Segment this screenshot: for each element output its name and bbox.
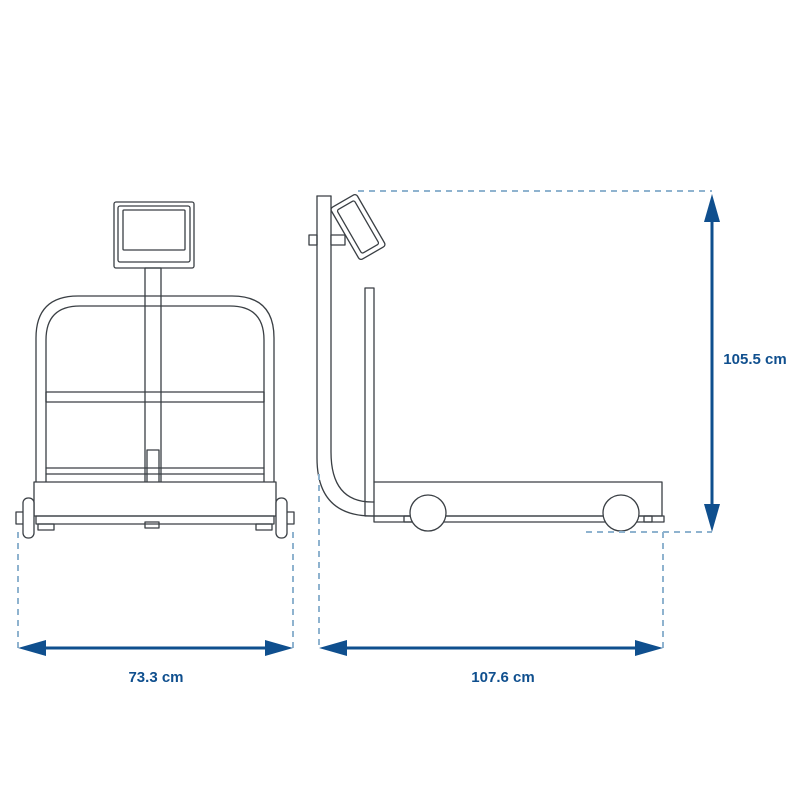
front-view [15,201,295,539]
side-right-wheel [602,494,640,532]
length-dimension: 107.6 cm [319,640,663,686]
width-dimension-label: 73.3 cm [128,669,183,686]
front-platform-base [33,481,277,531]
height-arrow-bottom [704,504,720,532]
width-dimension: 73.3 cm [18,640,293,686]
length-dimension-label: 107.6 cm [471,669,534,686]
side-left-wheel [409,494,447,532]
side-handle [364,287,375,517]
length-arrow-right [635,640,663,656]
width-arrow-left [18,640,46,656]
height-dimension-label: 105.5 cm [723,351,786,368]
width-arrow-right [265,640,293,656]
side-view [308,193,665,532]
length-arrow-left [319,640,347,656]
guide-lines [17,190,712,648]
side-display-mount [308,234,346,246]
front-left-wheel [15,497,35,539]
side-display-head [330,193,386,261]
height-arrow-top [704,194,720,222]
front-handle-frame [35,295,275,483]
front-right-wheel [275,497,295,539]
height-dimension: 105.5 cm [704,194,787,532]
front-display-head [113,201,195,269]
front-column [144,267,162,487]
